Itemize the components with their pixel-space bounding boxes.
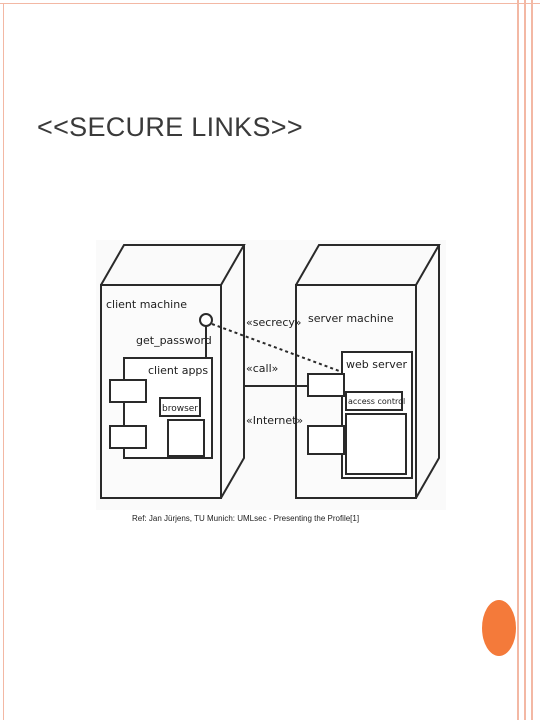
client-apps-label: client apps [148, 364, 208, 377]
server-node-side [415, 245, 440, 499]
frame-left-line [3, 3, 4, 720]
browser-label: browser [162, 404, 198, 414]
deployment-diagram: client machine get_password client apps … [96, 240, 446, 510]
web-server-port-1 [307, 373, 345, 397]
frame-top-line [0, 3, 540, 4]
browser-body [167, 419, 205, 457]
frame-right-line-1 [517, 0, 519, 720]
slide-title: <<SECURE LINKS>> [37, 112, 303, 142]
frame-right-line-3 [531, 0, 533, 720]
internet-label: «Internet» [246, 414, 303, 427]
get-password-interface [199, 313, 213, 327]
access-control-label: access control [348, 397, 405, 406]
call-label: «call» [246, 362, 278, 375]
reference-caption: Ref: Jan Jürjens, TU Munich: UMLsec - Pr… [132, 514, 360, 523]
client-apps-port-1 [109, 379, 147, 403]
access-control-component [345, 391, 403, 411]
deployment-diagram-svg: client machine get_password client apps … [100, 244, 441, 499]
client-node-label: client machine [106, 298, 187, 311]
secrecy-dependency [211, 323, 343, 373]
frame-right-line-2 [524, 0, 526, 720]
server-node-label: server machine [308, 312, 394, 325]
get-password-label: get_password [136, 334, 212, 347]
server-node-top [295, 244, 441, 286]
secrecy-label: «secrecy» [246, 316, 301, 329]
browser-component [159, 397, 201, 417]
client-node-top [100, 244, 246, 286]
web-server-label: web server [346, 358, 408, 371]
client-apps-port-2 [109, 425, 147, 449]
web-server-port-2 [307, 425, 345, 455]
access-control-body [345, 413, 407, 475]
client-node-side [220, 245, 245, 499]
accent-circle [482, 600, 516, 656]
